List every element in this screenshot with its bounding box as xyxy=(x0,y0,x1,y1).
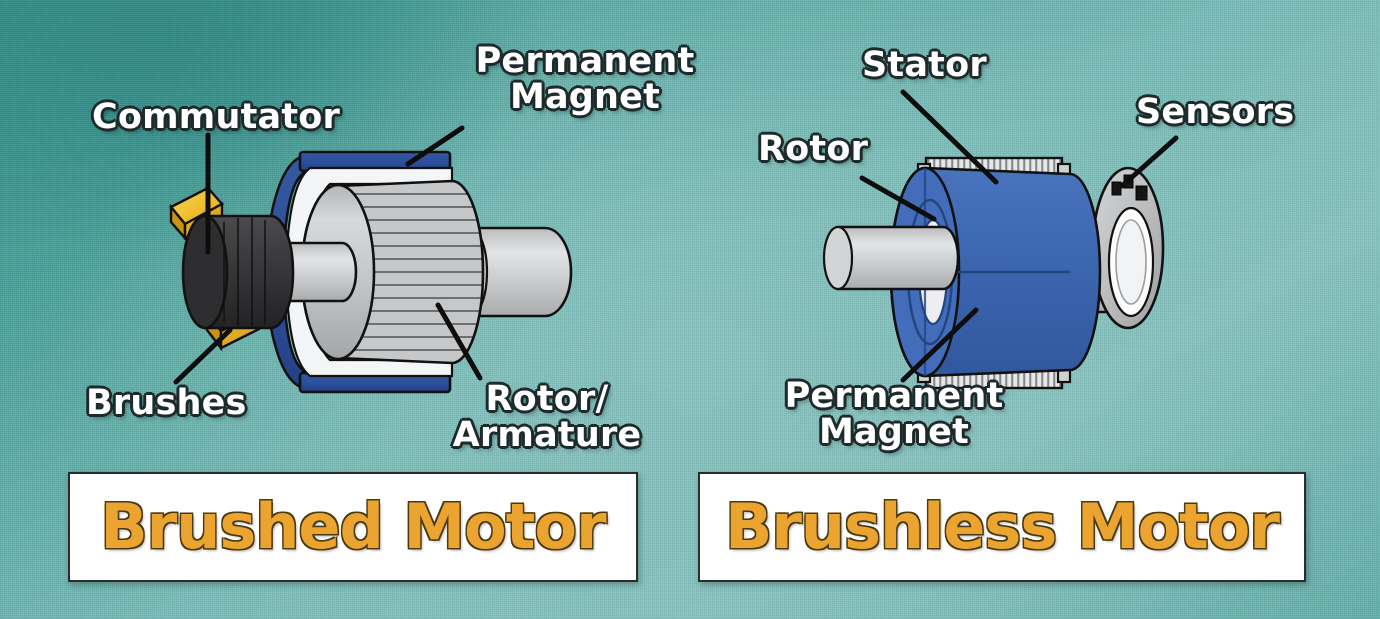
caption-brushed-motor-text: Brushed Motor xyxy=(100,490,606,563)
leader-rotor xyxy=(859,175,937,222)
brushed-motor-illustration xyxy=(169,125,573,394)
label-sensors: Sensors xyxy=(1136,92,1295,132)
leader-rotor-armature xyxy=(435,302,483,381)
leader-sensors xyxy=(1119,135,1179,189)
label-permanent-magnet-left: Permanent Magnet xyxy=(475,41,695,117)
caption-brushed-motor: Brushed Motor xyxy=(68,472,638,582)
leader-brushes xyxy=(173,327,233,385)
label-rotor-armature: Rotor/ Armature xyxy=(452,379,642,455)
brushless-sensor-disc xyxy=(1091,166,1165,330)
caption-brushless-motor-text: Brushless Motor xyxy=(725,490,1280,563)
label-stator: Stator xyxy=(862,45,987,85)
caption-brushless-motor: Brushless Motor xyxy=(698,472,1306,582)
brushed-leader-lines xyxy=(173,125,483,385)
label-permanent-magnet-right: Permanent Magnet xyxy=(784,376,1004,452)
label-rotor: Rotor xyxy=(758,129,869,169)
leader-permanent-magnet-right xyxy=(900,307,979,383)
leader-permanent-magnet xyxy=(405,125,465,167)
brushless-front-shaft xyxy=(822,225,960,291)
brushless-leader-lines xyxy=(859,89,1179,383)
brushless-motor-illustration xyxy=(822,89,1179,390)
label-brushes: Brushes xyxy=(86,383,247,423)
label-commutator: Commutator xyxy=(92,97,340,137)
leader-stator xyxy=(900,89,999,185)
brushed-commutator xyxy=(181,214,295,330)
